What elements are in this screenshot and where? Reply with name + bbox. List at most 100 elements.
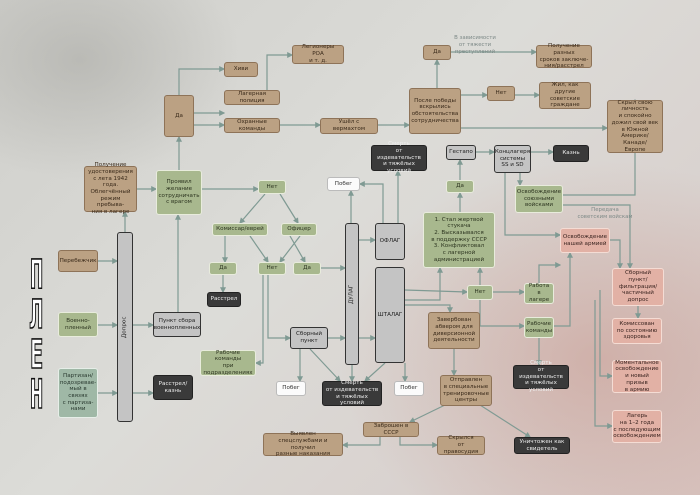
node-partisan: Партизан/ подозревае- мый в связях с пар…: [58, 368, 98, 418]
connector-arrow: [599, 290, 614, 379]
node-work-units: Рабочие команды при подразделениях: [200, 350, 256, 376]
node-label: Смерть от издевательств и тяжёлых услови…: [519, 360, 563, 394]
node-escaped-justice: Скрылся от правосудия: [437, 435, 485, 455]
node-reasons: 1. Стал жертвой стукача 2. Высказывался …: [423, 212, 495, 268]
node-label: Да: [175, 112, 183, 119]
node-hiwi: Хиви: [224, 62, 258, 77]
node-label: Смерть от издевательств и тяжёлых услови…: [325, 380, 379, 407]
node-label: Смерть от издевательств и тяжёлых услови…: [377, 141, 421, 175]
connector-arrow: [341, 437, 381, 448]
node-label: ОФЛАГ: [379, 238, 401, 245]
node-label: Скрылся от правосудия: [443, 435, 479, 455]
node-label: Нет: [266, 183, 278, 190]
node-allied-liberation: Освобождение союзными войсками: [515, 185, 563, 213]
node-work-teams: Рабочие команды: [524, 317, 554, 338]
node-shot: Расстрел: [207, 292, 241, 307]
connector-arrow: [404, 288, 469, 295]
node-no-victory: Нет: [487, 86, 515, 101]
node-guard-teams: Охранные команды: [224, 118, 280, 133]
node-oflag: ОФЛАГ: [375, 223, 405, 260]
connector-arrow: [594, 300, 614, 429]
node-label: Расстрел: [210, 296, 238, 303]
node-label: Жил, как другие советские граждане: [549, 82, 581, 109]
node-yes-top: Да: [164, 95, 194, 137]
node-label: Побег: [282, 385, 300, 392]
title-letter: П: [30, 252, 44, 298]
node-escape-left: Побег: [276, 381, 306, 396]
node-label: Пункт сбора военнопленных: [153, 317, 201, 331]
connector-arrow: [267, 275, 292, 341]
node-label: Да: [219, 265, 227, 272]
node-label: Рабочие команды: [525, 320, 553, 334]
node-label: Нет: [474, 289, 486, 296]
node-label: 1. Стал жертвой стукача 2. Высказывался …: [431, 216, 487, 263]
node-label: Уничтожен как свидетель: [519, 438, 565, 452]
node-commissar: Комиссар/еврей: [212, 223, 268, 236]
node-dulag: ДУЛАГ: [345, 223, 359, 365]
connector-arrow: [405, 266, 443, 301]
node-label: После победы вскрылись обстоятельства со…: [411, 97, 459, 124]
connector-arrow: [289, 235, 306, 264]
node-label: Лагерная полиция: [237, 90, 266, 104]
node-death-top: Смерть от издевательств и тяжёлых услови…: [371, 141, 427, 174]
connector-arrow: [554, 251, 573, 327]
node-label: Нет: [266, 265, 278, 272]
node-label: Работа в лагере: [528, 283, 550, 303]
node-label: Рабочие команды при подразделениях: [203, 349, 253, 376]
node-label: Охранные команды: [237, 118, 267, 132]
node-discharged: Комиссован по состоянию здоровья: [612, 318, 662, 344]
node-dropped-ussr: Заброшен в СССР: [363, 422, 419, 437]
node-sent-training: Отправлен в специальные тренировочные це…: [440, 375, 492, 406]
connector-arrow: [538, 262, 562, 283]
connector-arrow: [178, 66, 226, 100]
node-camp-work: Работа в лагере: [524, 283, 554, 304]
connector-arrow: [254, 275, 264, 366]
node-label: Освобождение нашей армией: [562, 233, 608, 247]
severity-note: В зависимости от тяжести преступлений: [454, 35, 496, 55]
node-label: Комиссован по состоянию здоровья: [616, 320, 658, 341]
node-no-mid: Нет: [258, 262, 286, 275]
node-death-right: Смерть от издевательств и тяжёлых услови…: [513, 360, 569, 393]
node-yes-commissar: Да: [209, 262, 237, 275]
connector-arrow: [479, 300, 526, 329]
node-label: ДУЛАГ: [348, 284, 355, 304]
node-label: Хиви: [233, 66, 249, 73]
node-gestapo: Гестапо: [446, 145, 476, 160]
node-label: Гестапо: [449, 149, 473, 156]
node-no-reasons: Нет: [467, 285, 493, 300]
node-camp-years: Лагерь на 1–2 года с последующим освобож…: [612, 410, 662, 443]
node-execution-right: Казнь: [553, 145, 589, 162]
node-label: Моментальное освобождение и новый призыв…: [615, 359, 659, 393]
node-no-collab: Нет: [258, 180, 286, 194]
connector-arrow: [239, 193, 266, 224]
node-officer: Офицер: [281, 223, 317, 236]
node-label: Побег: [400, 385, 418, 392]
node-hid: Скрыл свою личность и спокойно дожил сво…: [607, 100, 663, 153]
node-concentration: Концлагеря системы SS и SD: [494, 145, 531, 173]
node-label: Освобождение союзными войсками: [516, 188, 562, 209]
node-army-liberation: Освобождение нашей армией: [560, 228, 610, 253]
connector-arrow: [249, 235, 269, 263]
node-camp-police: Лагерная полиция: [224, 90, 280, 105]
connector-arrow: [358, 181, 384, 223]
node-label: Получение удостоверения с лета 1942 года…: [88, 162, 133, 216]
node-label: Офицер: [287, 226, 311, 233]
title-letter: Н: [30, 372, 44, 418]
node-label: Отправлен в специальные тренировочные це…: [442, 377, 490, 404]
node-label: Ушёл с вермахтом: [332, 119, 366, 132]
node-label: Комиссар/еврей: [216, 226, 264, 233]
node-label: ШТАЛАГ: [377, 311, 403, 318]
connector-arrow: [309, 348, 341, 382]
node-pow: Военно- пленный: [58, 312, 98, 337]
connector-arrow: [364, 362, 386, 382]
node-exposed: Выявлен спецслужбами и получил разные на…: [263, 431, 343, 457]
node-yes-victory: Да: [423, 45, 451, 60]
node-recruited: Завербован абвером для диверсионной деят…: [428, 312, 480, 349]
node-label: Военно- пленный: [64, 317, 92, 331]
node-escape-right: Побег: [394, 381, 424, 396]
connector-arrow: [279, 193, 299, 225]
node-label: Казнь: [562, 150, 580, 157]
node-label: Сборный пункт/ фильтрация/ частичный доп…: [618, 270, 658, 304]
node-drafted: Моментальное освобождение и новый призыв…: [612, 360, 662, 393]
